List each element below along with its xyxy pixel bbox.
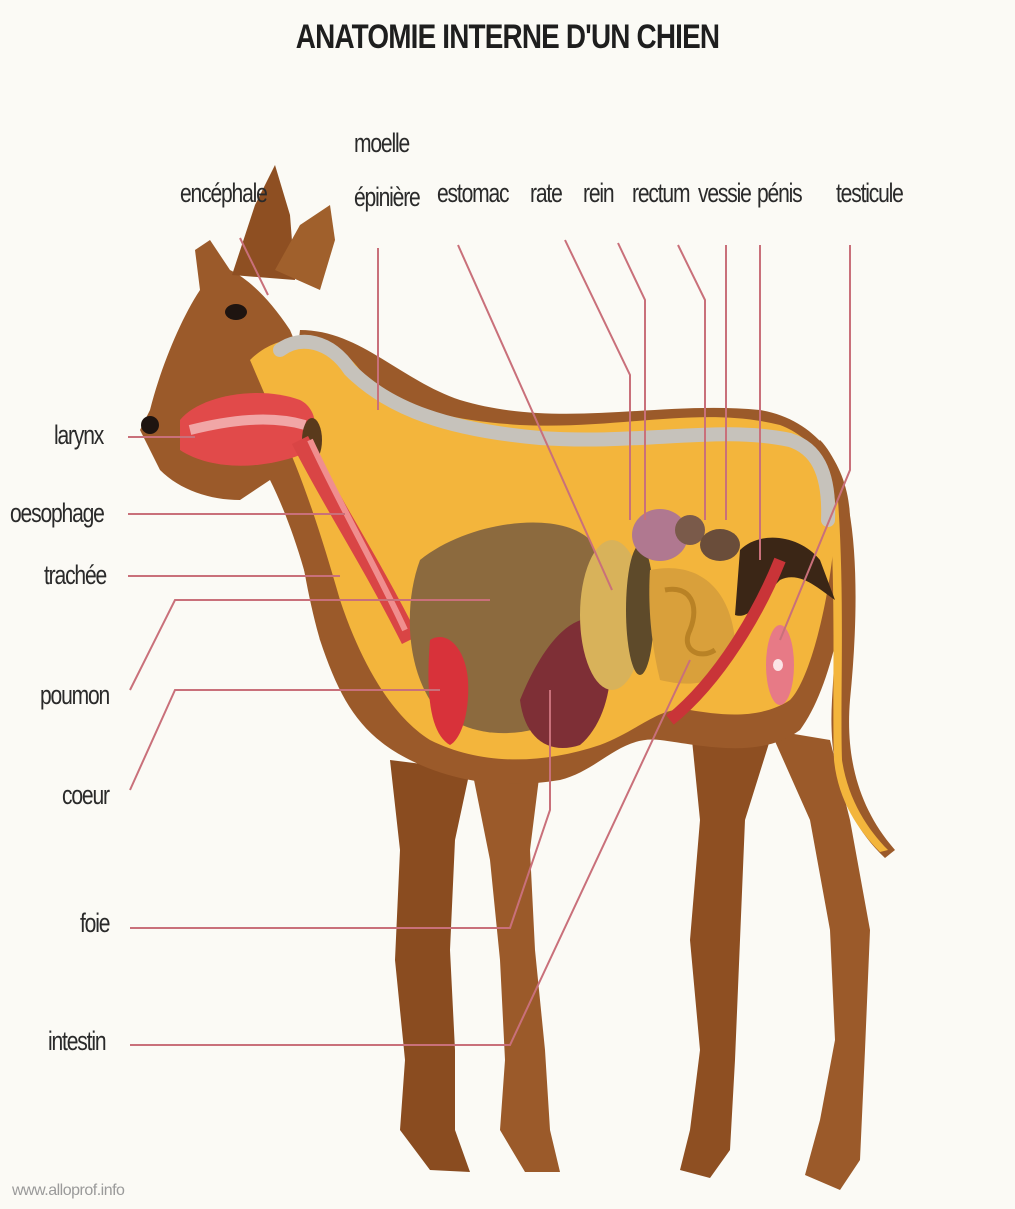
internal-cavity bbox=[180, 339, 836, 760]
label-encephale: encéphale bbox=[180, 178, 267, 209]
diagram-title: ANATOMIE INTERNE D'UN CHIEN bbox=[91, 18, 923, 57]
label-moelle-line2: épinière bbox=[354, 182, 420, 213]
label-estomac: estomac bbox=[437, 178, 508, 209]
label-coeur: coeur bbox=[62, 780, 109, 811]
label-rate: rate bbox=[530, 178, 562, 209]
label-rein: rein bbox=[583, 178, 613, 209]
credit-watermark: www.alloprof.info bbox=[12, 1182, 124, 1200]
label-penis: pénis bbox=[757, 178, 801, 209]
label-oesophage: oesophage bbox=[10, 498, 104, 529]
label-larynx: larynx bbox=[54, 420, 103, 451]
label-vessie: vessie bbox=[698, 178, 751, 209]
label-moelle-line1: moelle bbox=[354, 128, 409, 159]
label-testicule: testicule bbox=[836, 178, 903, 209]
label-intestin: intestin bbox=[48, 1026, 105, 1057]
label-trachee: trachée bbox=[44, 560, 106, 591]
label-poumon: poumon bbox=[40, 680, 109, 711]
label-rectum: rectum bbox=[632, 178, 689, 209]
label-foie: foie bbox=[80, 908, 109, 939]
